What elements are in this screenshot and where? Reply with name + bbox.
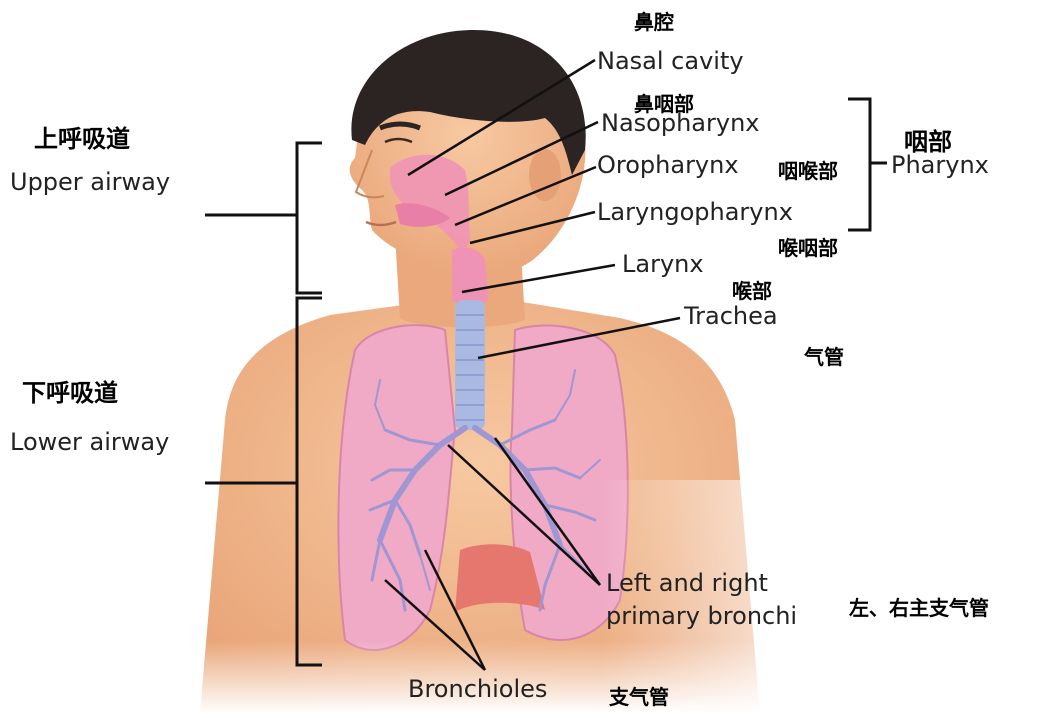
nasal-cavity-label-en: Nasal cavity [597, 47, 744, 75]
nasal-cavity-label-zh: 鼻腔 [634, 6, 674, 35]
lower-airway-label-en: Lower airway [10, 428, 169, 456]
nasopharynx-label-en: Nasopharynx [601, 109, 759, 137]
primary-bronchi-label-en: Left and right primary bronchi [606, 567, 797, 633]
lower-airway-label-zh: 下呼吸道 [22, 373, 118, 408]
laryngopharynx-label-zh: 喉咽部 [778, 232, 838, 261]
oropharynx-label-en: Oropharynx [597, 151, 739, 179]
bronchioles-label-zh: 支气管 [609, 681, 669, 710]
primary-bronchi-label-line1: Left and right [606, 567, 797, 600]
trachea-shape [455, 300, 485, 430]
pharynx-bracket [848, 99, 887, 230]
trachea-label-en: Trachea [684, 302, 778, 330]
larynx-label-en: Larynx [622, 250, 704, 278]
laryngopharynx-label-en: Laryngopharynx [597, 198, 793, 226]
upper-airway-label-en: Upper airway [10, 168, 170, 196]
upper-airway-bracket [205, 143, 322, 293]
trachea-label-zh: 气管 [804, 341, 844, 370]
larynx-shape [452, 248, 488, 306]
primary-bronchi-label-zh: 左、右主支气管 [849, 592, 989, 621]
pharynx-label-en: Pharynx [891, 151, 989, 179]
oropharynx-label-zh: 咽喉部 [778, 155, 838, 184]
bronchioles-label-en: Bronchioles [408, 675, 547, 703]
upper-airway-label-zh: 上呼吸道 [34, 119, 130, 154]
primary-bronchi-label-line2: primary bronchi [606, 600, 797, 633]
larynx-label-zh: 喉部 [732, 275, 772, 304]
